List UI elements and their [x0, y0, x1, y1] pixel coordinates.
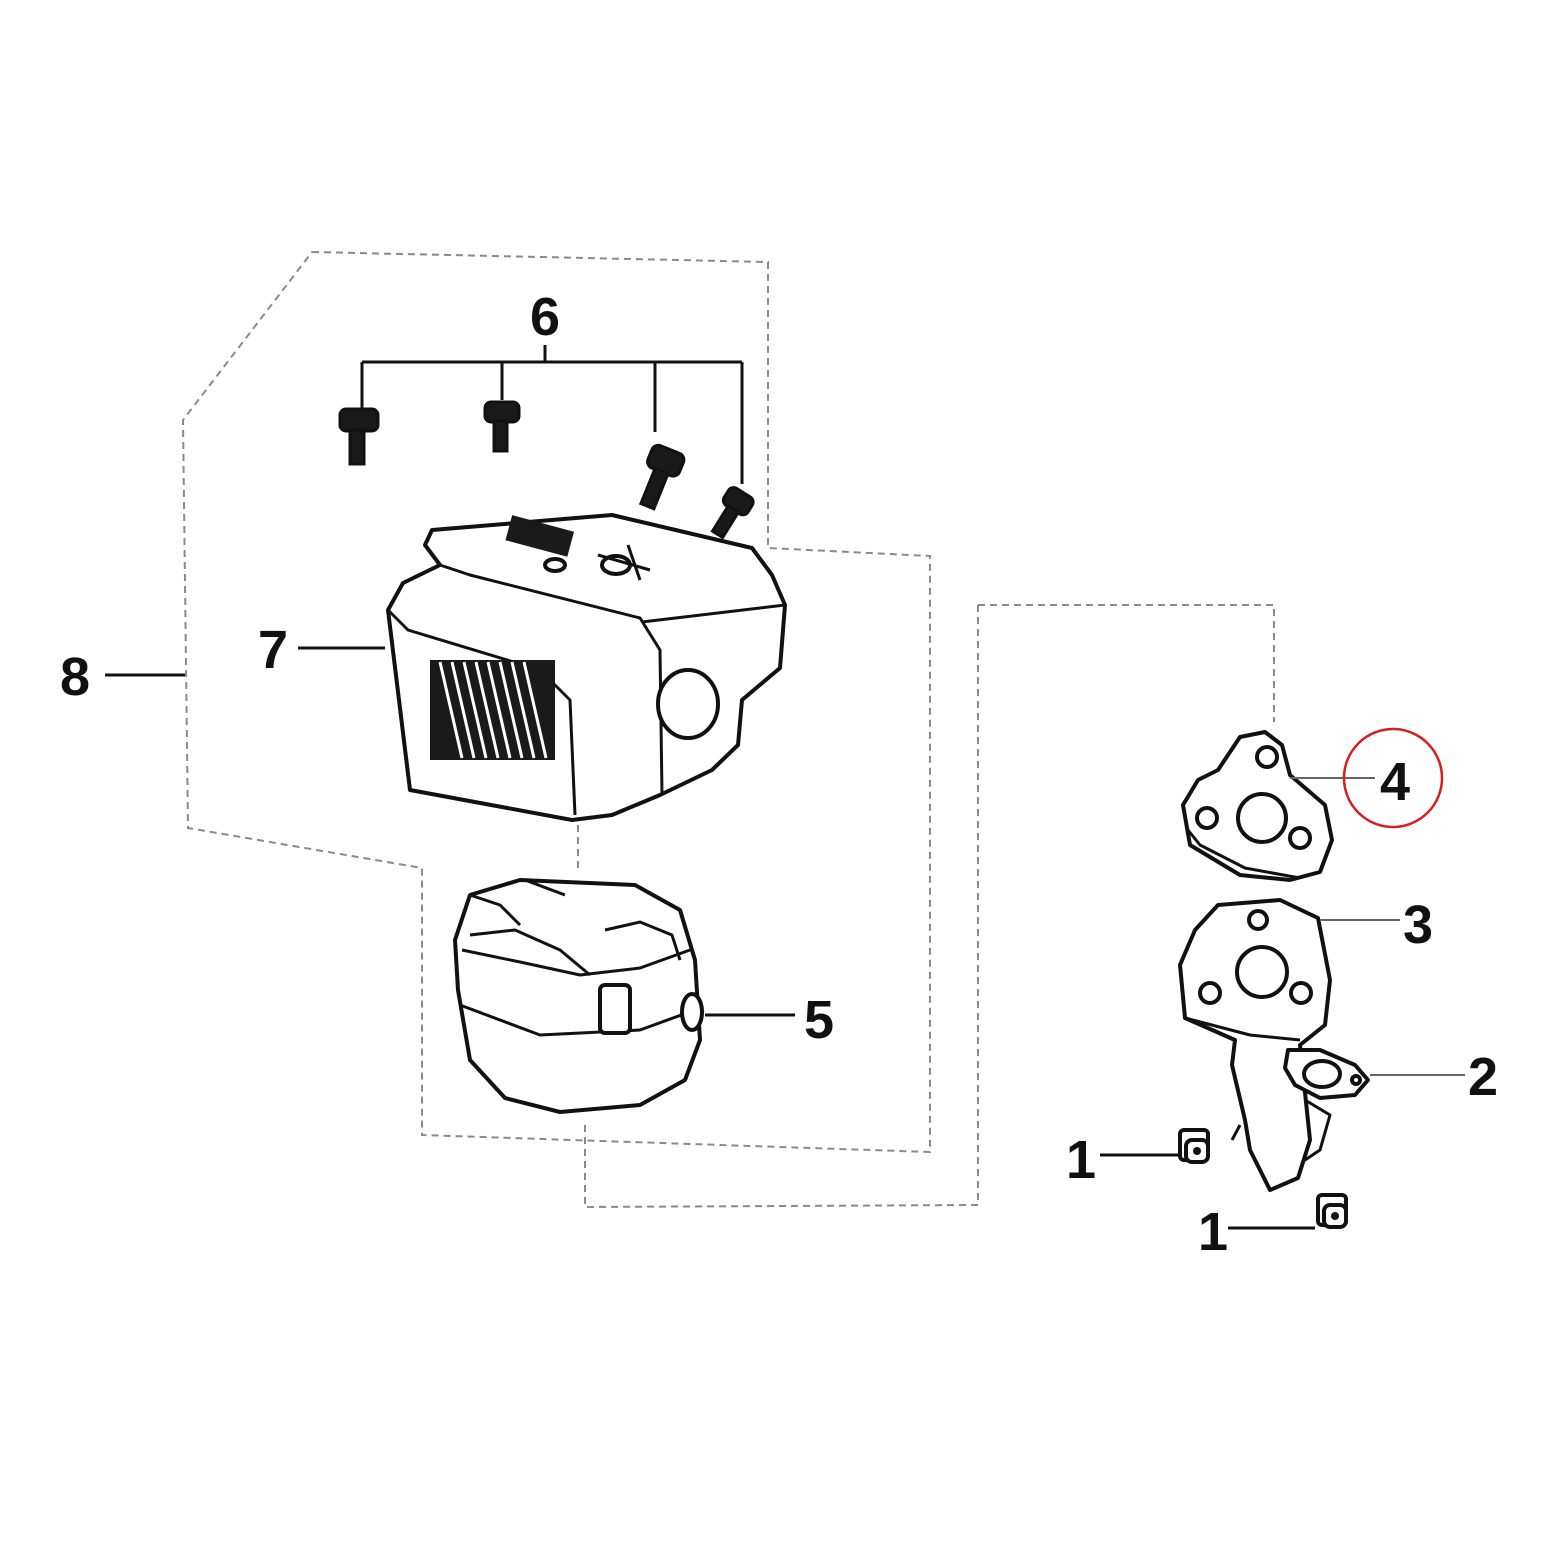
- callout-6: 6: [530, 287, 560, 347]
- bolt-icon: [338, 407, 380, 466]
- callout-5: 5: [804, 990, 834, 1050]
- nut-icon: [1316, 1193, 1348, 1229]
- small-gasket-icon: [1283, 1048, 1370, 1100]
- bolt-icon: [710, 486, 755, 540]
- muffler-icon: [453, 878, 704, 1114]
- callout-3: 3: [1403, 895, 1433, 955]
- bolt-icon: [483, 400, 521, 453]
- gasket-icon: [1181, 730, 1334, 882]
- nut-icon: [1178, 1128, 1210, 1164]
- assembly-outline-8: [181, 250, 931, 1154]
- callout-1-lower: 1: [1198, 1202, 1228, 1262]
- callout-8: 8: [60, 647, 90, 707]
- callout-1-upper: 1: [1066, 1130, 1096, 1190]
- assembly-outline-exhaust: [577, 604, 1275, 1209]
- bolt-set-6: [338, 345, 755, 540]
- highlight-circle: [1342, 727, 1444, 829]
- leader-lines: [105, 646, 1465, 1230]
- muffler-cover-icon: [386, 513, 787, 822]
- callout-4: 4: [1380, 752, 1410, 812]
- exhaust-flange-icon: [1178, 898, 1332, 1192]
- bolt-icon: [638, 443, 686, 511]
- callout-7: 7: [258, 620, 288, 680]
- callout-2: 2: [1468, 1047, 1498, 1107]
